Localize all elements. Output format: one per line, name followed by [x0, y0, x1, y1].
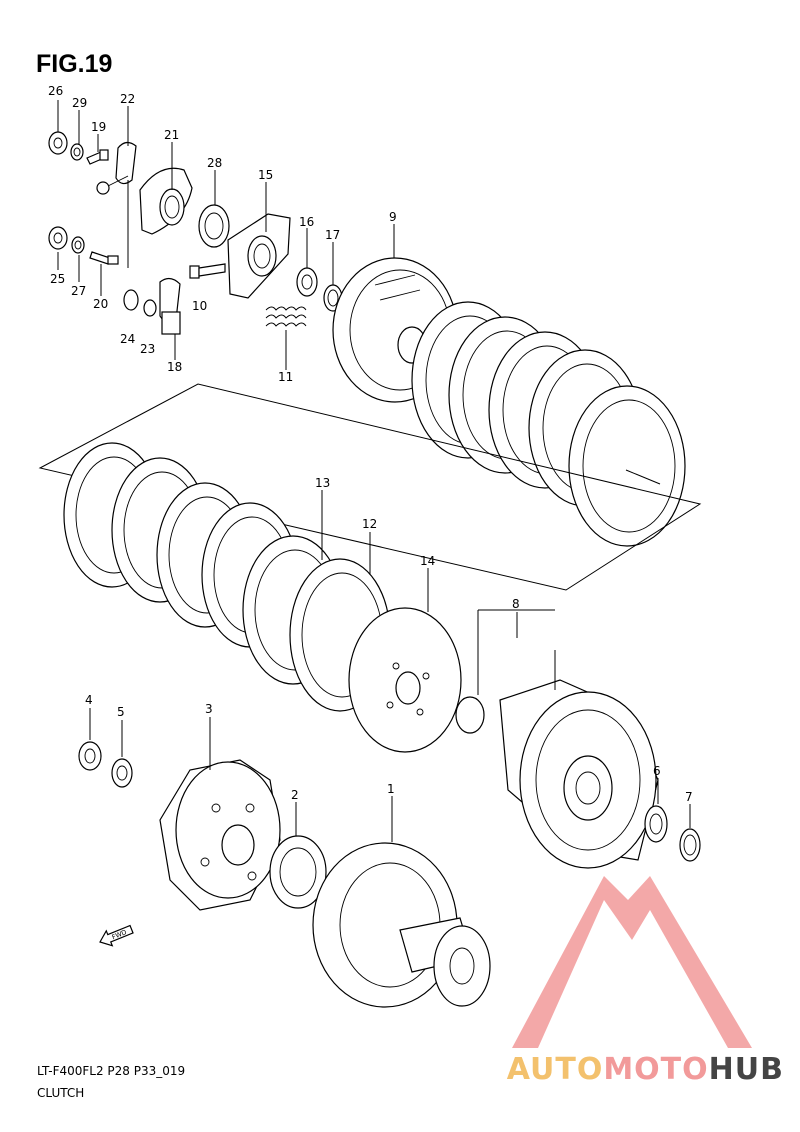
callout-4: 4: [85, 693, 93, 707]
part-28-bearing: [198, 204, 230, 248]
callout-5: 5: [117, 705, 125, 719]
callout-21: 21: [164, 128, 179, 142]
callout-8: 8: [512, 597, 520, 611]
callout-7: 7: [685, 790, 693, 804]
callout-3: 3: [205, 702, 213, 716]
part-21-bearing-holder: [139, 167, 193, 235]
callout-27: 27: [71, 284, 86, 298]
part-14-plate: [348, 607, 462, 753]
part-27-washer: [71, 236, 85, 254]
callout-15: 15: [258, 168, 273, 182]
callout-13: 13: [315, 476, 330, 490]
watermark-auto: AUTO: [506, 1052, 604, 1087]
lower-plate-stack: [63, 442, 391, 712]
callout-19: 19: [91, 120, 106, 134]
callout-26: 26: [48, 84, 63, 98]
leader-lines: [57, 100, 691, 842]
fwd-label: FWD: [111, 928, 128, 941]
figure-title: FIG.19: [36, 50, 113, 78]
part-18-release-lever: [159, 277, 181, 335]
part-1-primary-drive: [312, 842, 491, 1008]
watermark-moto: MOTO: [603, 1052, 709, 1087]
part-10-bolt: [189, 263, 226, 279]
part-8-clutch-housing: [455, 679, 659, 869]
section-name: CLUTCH: [37, 1086, 85, 1100]
callout-23: 23: [140, 342, 155, 356]
upper-plate-stack: [411, 301, 686, 547]
callout-12: 12: [362, 517, 377, 531]
watermark-text: AUTOMOTOHUB: [507, 1052, 784, 1087]
callout-29: 29: [72, 96, 87, 110]
model-code: LT-F400FL2 P28 P33_019: [37, 1064, 186, 1078]
fwd-arrow-icon: FWD: [99, 924, 134, 947]
callout-24: 24: [120, 332, 135, 346]
part-22-release-arm: [96, 141, 137, 195]
plate-group-frame: [38, 383, 702, 591]
part-11-springs: [265, 306, 307, 327]
callout-6: 6: [653, 764, 661, 778]
part-20-screw: [89, 251, 119, 265]
part-15-lifter-plate: [227, 213, 291, 299]
callout-28: 28: [207, 156, 222, 170]
callout-10: 10: [192, 299, 207, 313]
part-4-nut: [78, 741, 102, 771]
part-3-clutch-hub: [159, 759, 281, 911]
callout-2: 2: [291, 788, 299, 802]
part-24-circlip: [123, 289, 139, 311]
callout-labels: 26 29 19 22 21 28 15 16 17 9 25 27 20 10…: [48, 84, 693, 804]
part-6-washer: [644, 805, 668, 843]
callout-18: 18: [167, 360, 182, 374]
callout-25: 25: [50, 272, 65, 286]
watermark-hub: HUB: [708, 1052, 784, 1087]
part-26-nut: [48, 131, 68, 155]
callout-11: 11: [278, 370, 293, 384]
callout-20: 20: [93, 297, 108, 311]
part-19-screw: [86, 149, 109, 165]
callout-16: 16: [299, 215, 314, 229]
part-23-washer: [143, 299, 157, 317]
part-29-washer: [70, 143, 84, 161]
callout-14: 14: [420, 554, 435, 568]
callout-9: 9: [389, 210, 397, 224]
callout-17: 17: [325, 228, 340, 242]
part-7-circlip: [679, 828, 701, 862]
callout-22: 22: [120, 92, 135, 106]
watermark-logo: [512, 876, 752, 1048]
part-2-one-way-clutch: [269, 835, 327, 909]
part-16-bearing: [296, 267, 318, 297]
part-25-nut: [48, 226, 68, 250]
part-5-washer: [111, 758, 133, 788]
callout-1: 1: [387, 782, 395, 796]
